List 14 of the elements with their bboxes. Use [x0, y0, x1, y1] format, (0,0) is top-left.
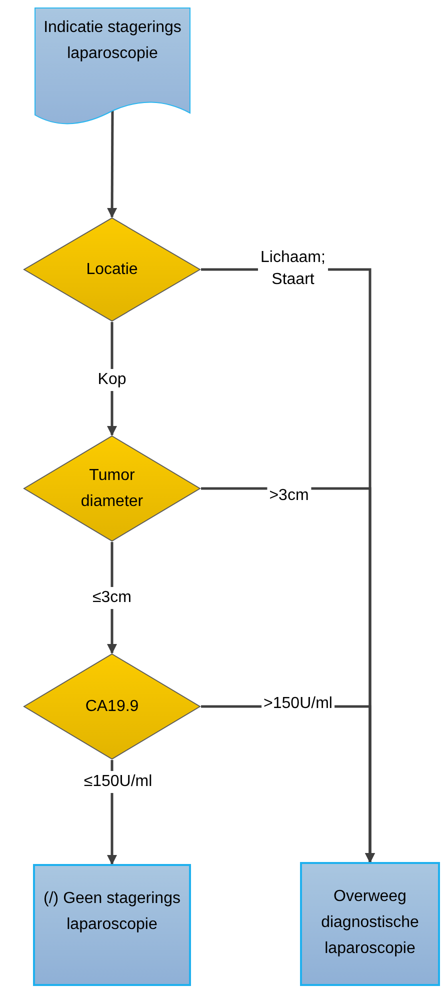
- process-box: [300, 862, 440, 986]
- node-label: CA19.9: [84, 696, 140, 716]
- arrow: [107, 109, 118, 218]
- decision-diamond: [23, 435, 201, 542]
- node-label: Tumor diameter: [80, 466, 144, 512]
- decision-diamond: [23, 217, 201, 322]
- edge-label: ≤3cm: [90, 587, 134, 609]
- decision-diamond: [23, 653, 201, 760]
- node-label: Indicatie stagerings laparoscopie: [42, 18, 182, 64]
- edge-label: ≤150U/ml: [82, 771, 154, 793]
- process-box: [33, 864, 191, 986]
- node-label: Overweeg diagnostische laparoscopie: [320, 887, 420, 959]
- node-label: Locatie: [85, 260, 139, 280]
- node-label: (/) Geen stagerings laparoscopie: [42, 889, 182, 935]
